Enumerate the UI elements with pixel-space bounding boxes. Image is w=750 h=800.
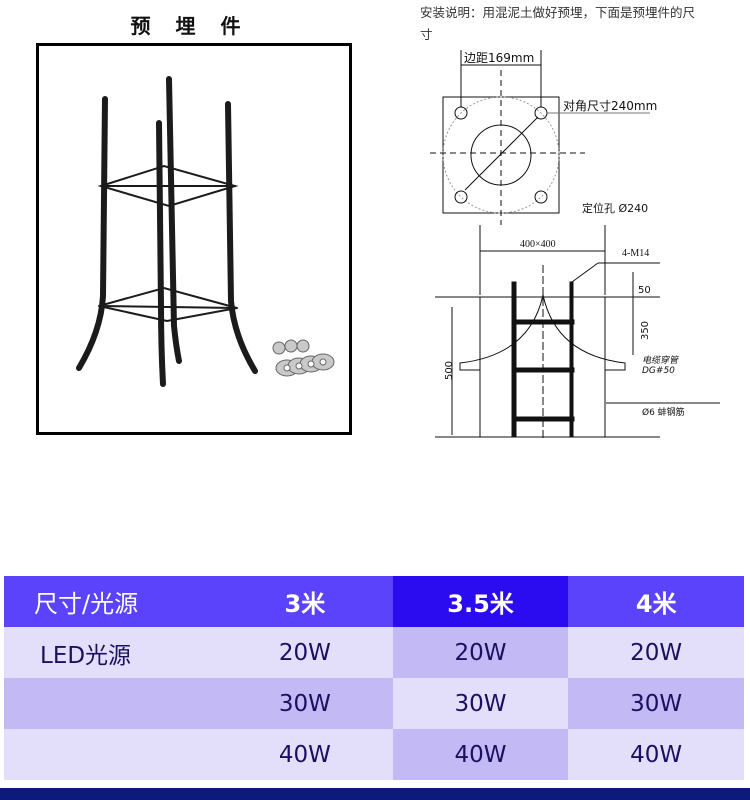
cell: 30W <box>568 678 744 729</box>
dim-500-label: 500 <box>444 360 456 381</box>
spec-table: 尺寸/光源 3米 3.5米 4米 LED光源 20W 20W 20W 30W 3… <box>4 576 744 780</box>
table-row: LED光源 20W 20W 20W <box>4 627 744 678</box>
row-label <box>4 729 218 780</box>
footer-bar <box>0 788 750 800</box>
header-4m: 4米 <box>568 576 744 627</box>
cell: 40W <box>568 729 744 780</box>
bolt-circle-label: 定位孔 Ø240 <box>582 202 649 215</box>
rebar-label: Ø6 蚌钢筋 <box>642 408 685 418</box>
nuts-washers <box>272 339 335 377</box>
header-3-5m: 3.5米 <box>392 576 569 627</box>
cell: 40W <box>217 729 393 780</box>
foundation-section-diagram: 400×400 4-M14 50 350 500 电缆穿管 DG#50 Ø6 蚌… <box>420 225 720 450</box>
conduit-label: 电缆穿管 DG#50 <box>642 356 679 376</box>
edge-distance-label: 边距169mm <box>464 51 535 65</box>
dim-350-label: 350 <box>640 320 652 341</box>
cell: 30W <box>217 678 393 729</box>
header-3m: 3米 <box>217 576 393 627</box>
install-instructions: 安装说明：用混泥土做好预埋，下面是预埋件的尺寸 <box>420 5 696 42</box>
cell: 20W <box>217 627 393 678</box>
product-photo <box>36 43 352 435</box>
cell: 20W <box>392 627 569 678</box>
dim-50-label: 50 <box>638 285 651 296</box>
cell: 40W <box>392 729 569 780</box>
cell: 30W <box>392 678 569 729</box>
base-size-label: 400×400 <box>520 239 556 250</box>
row-label <box>4 678 218 729</box>
page-title: 预 埋 件 <box>130 14 250 38</box>
bolt-spec-label: 4-M14 <box>622 248 650 259</box>
flange-plan-diagram: 边距169mm 对角尺寸240mm 定位孔 Ø240 <box>420 45 720 230</box>
header-size-source: 尺寸/光源 <box>4 576 218 627</box>
row-label: LED光源 <box>4 627 218 678</box>
cell: 20W <box>568 627 744 678</box>
anchor-cage-image <box>76 76 335 387</box>
table-row: 40W 40W 40W <box>4 729 744 780</box>
diagonal-label: 对角尺寸240mm <box>563 99 658 113</box>
table-row: 30W 30W 30W <box>4 678 744 729</box>
table-header-row: 尺寸/光源 3米 3.5米 4米 <box>4 576 744 627</box>
